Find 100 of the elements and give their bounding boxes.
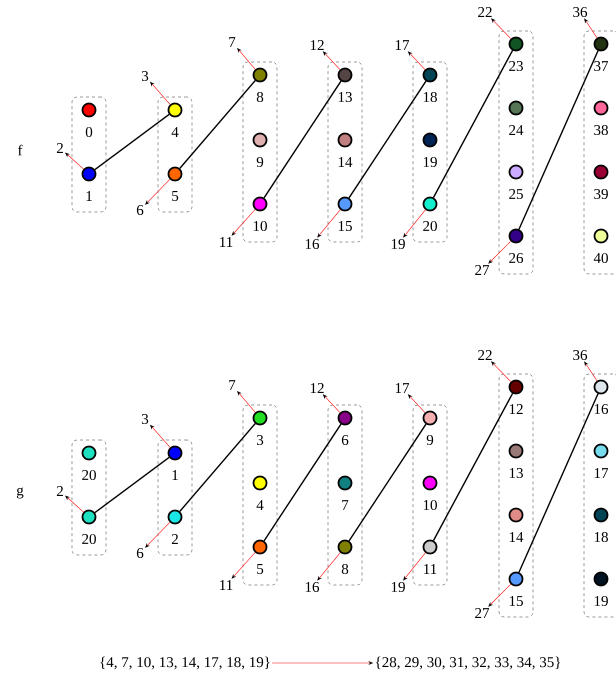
target-number: 11 [220, 237, 232, 247]
set-text: {4, 7, 10, 13, 14, 17, 18, 19} [100, 656, 270, 670]
group-box [498, 374, 534, 618]
target-number: 2 [56, 486, 63, 496]
vertex-number: 8 [256, 92, 264, 102]
arrow [232, 552, 256, 579]
target-number: 7 [229, 37, 236, 47]
vertex-number: 4 [172, 127, 179, 137]
group-box [242, 404, 278, 586]
group-box [584, 374, 616, 618]
target-number: 17 [396, 383, 410, 393]
connector-line [94, 114, 170, 170]
connector-line [348, 80, 427, 198]
target-number: 27 [475, 608, 490, 618]
connector-line [432, 393, 514, 541]
connector-line [518, 50, 599, 230]
target-number: 17 [396, 40, 410, 50]
vertex-number: 9 [426, 434, 434, 446]
vertex-number: 25 [509, 188, 523, 200]
vertex-number: 7 [342, 500, 348, 510]
vertex-number: 1 [172, 470, 178, 480]
vertex-number: 23 [509, 60, 523, 72]
connector-line [179, 423, 256, 512]
target-number: 6 [136, 548, 144, 558]
target-number: 3 [142, 414, 148, 424]
vertex-number: 18 [424, 92, 437, 102]
group-box [584, 30, 616, 274]
set-text: {28, 29, 30, 31, 32, 33, 34, 35} [376, 656, 560, 670]
vertex-number: 3 [256, 434, 264, 446]
vertex-number: 40 [594, 252, 608, 264]
vertex-number: 2 [172, 534, 178, 544]
row-label: g [16, 488, 24, 498]
vertex-number: 0 [86, 126, 92, 138]
group-box [72, 96, 106, 212]
group-box [328, 62, 362, 242]
connector-line [518, 393, 599, 573]
vertex-number: 14 [510, 532, 524, 542]
connector-line [348, 424, 427, 542]
vertex-number: 15 [338, 220, 352, 232]
target-number: 11 [220, 580, 232, 590]
vertex-number: 38 [594, 124, 608, 136]
vertex-number: 18 [594, 532, 608, 542]
target-number: 36 [573, 6, 588, 18]
target-number: 12 [310, 40, 324, 50]
target-number: 22 [478, 7, 492, 17]
target-number: 16 [306, 582, 320, 592]
target-number: 27 [475, 265, 490, 275]
target-number: 19 [392, 238, 405, 250]
group-box [328, 404, 362, 586]
vertex-number: 15 [510, 596, 523, 606]
target-number: 36 [573, 350, 588, 360]
vertex-number: 37 [594, 60, 608, 72]
vertex-number: 20 [82, 534, 96, 544]
target-number: 7 [229, 380, 236, 390]
vertex-number: 17 [594, 468, 608, 478]
vertex-number: 19 [594, 596, 608, 606]
connector-line [94, 456, 170, 514]
arrow [232, 209, 256, 236]
vertex-number: 39 [594, 188, 608, 200]
target-number: 2 [56, 143, 63, 153]
group-box [242, 62, 278, 242]
vertex-number: 24 [509, 125, 524, 135]
vertex-number: 11 [424, 564, 436, 574]
target-number: 12 [310, 383, 324, 393]
group-box [158, 440, 192, 556]
vertex-number: 10 [424, 500, 437, 510]
target-number: 16 [306, 238, 320, 250]
connector-line [264, 424, 342, 542]
vertex-number: 4 [256, 500, 264, 510]
vertex-number: 13 [510, 468, 523, 478]
vertex-number: 16 [594, 404, 608, 414]
vertex-number: 8 [342, 564, 348, 574]
vertex-number: 20 [423, 220, 437, 232]
vertex-number: 12 [510, 404, 523, 414]
vertex-number: 9 [256, 156, 264, 168]
vertex-number: 1 [86, 191, 92, 201]
vertex-number: 20 [82, 470, 96, 480]
row-label: f [18, 144, 22, 156]
group-box [412, 62, 448, 242]
target-number: 22 [478, 350, 492, 360]
vertex-number: 19 [424, 156, 437, 168]
arrow [488, 240, 512, 264]
group-box [158, 96, 192, 212]
group-box [412, 404, 448, 586]
target-number: 6 [136, 204, 144, 216]
group-box [72, 440, 106, 556]
arrow [488, 584, 512, 607]
vertex-number: 10 [254, 220, 267, 232]
vertex-number: 26 [509, 252, 524, 264]
vertex-number: 5 [172, 191, 178, 201]
connector-line [432, 50, 514, 198]
group-box [498, 30, 534, 274]
connector-line [264, 80, 342, 198]
connector-line [179, 80, 256, 169]
vertex-number: 13 [338, 92, 352, 102]
vertex-number: 5 [257, 564, 264, 574]
vertex-number: 14 [338, 157, 352, 167]
target-number: 19 [392, 582, 405, 592]
vertex-number: 6 [342, 434, 348, 446]
target-number: 3 [142, 70, 148, 82]
